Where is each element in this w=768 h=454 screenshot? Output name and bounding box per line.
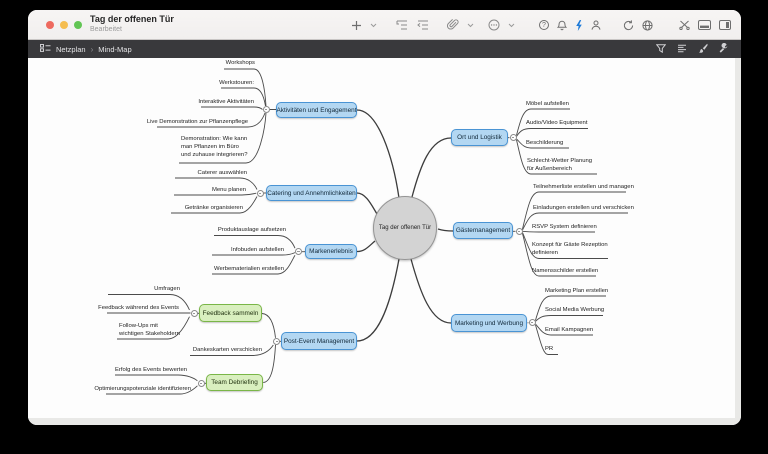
add-child-icon[interactable] — [395, 20, 408, 30]
scissors-icon[interactable] — [679, 20, 690, 30]
status-group: ? — [539, 19, 601, 31]
leaf-node[interactable]: Infobuden aufstellen — [230, 246, 284, 253]
leaf-node[interactable]: Konzept für Gäste Rezeption definieren — [532, 242, 608, 256]
collapse-toggle[interactable] — [273, 337, 281, 345]
close-button[interactable] — [46, 21, 54, 29]
topic-team-debriefing[interactable]: Team Debriefing — [206, 374, 263, 391]
central-topic[interactable]: Tag der offenen Tür — [373, 196, 437, 260]
paperclip-icon[interactable] — [447, 19, 459, 31]
ellipsis-circle-icon[interactable] — [488, 19, 500, 31]
panel-group — [679, 20, 731, 30]
align-left-icon[interactable] — [677, 40, 687, 58]
person-icon[interactable] — [591, 20, 601, 30]
breadcrumb-separator: › — [90, 44, 94, 54]
leaf-node[interactable]: Möbel aufstellen — [526, 100, 569, 107]
leaf-node[interactable]: Live Demonstration zur Pflanzenpflege — [146, 118, 248, 125]
document-toolbar: Netzplan › Mind-Map — [28, 40, 741, 58]
breadcrumb: Netzplan › Mind-Map — [40, 44, 132, 54]
leaf-node[interactable]: Werbematerialien erstellen — [214, 265, 284, 272]
plus-icon[interactable] — [351, 20, 362, 31]
wrench-icon[interactable] — [719, 40, 729, 58]
chevron-down-icon[interactable] — [508, 23, 515, 28]
canvas-background: Tag der offenen Tür Aktivitäten und Enga… — [28, 58, 741, 425]
leaf-node[interactable]: Email Kampagnen — [545, 326, 594, 333]
leaf-node[interactable]: Umfragen — [154, 286, 180, 292]
view-tools — [655, 40, 729, 58]
leaf-node[interactable]: Caterer auswählen — [197, 169, 247, 176]
connector-lines — [106, 68, 628, 395]
mindmap-page[interactable]: Tag der offenen Tür Aktivitäten und Enga… — [28, 58, 735, 418]
topic-aktivitaeten[interactable]: Aktivitäten und Engagement — [276, 102, 357, 118]
bottom-panel-icon[interactable] — [698, 20, 711, 30]
leaf-node[interactable]: Produktauslage aufsetzen — [217, 227, 286, 233]
leaf-node[interactable]: Marketing Plan erstellen — [545, 287, 609, 294]
leaf-node[interactable]: Schlecht-Wetter Planung für Außenbereich — [527, 157, 593, 172]
traffic-lights — [46, 21, 82, 29]
breadcrumb-item-view[interactable]: Mind-Map — [98, 44, 132, 54]
leaf-node[interactable]: PR — [545, 346, 554, 352]
topic-marketing-werbung[interactable]: Marketing und Werbung — [451, 314, 527, 332]
collapse-toggle[interactable] — [515, 227, 523, 235]
app-window: Tag der offenen Tür Bearbeitet ? — [28, 10, 741, 425]
leaf-node[interactable]: Dankeskarten verschicken — [192, 347, 262, 353]
zoom-button[interactable] — [74, 21, 82, 29]
sync-icon[interactable] — [623, 19, 634, 31]
leaf-node[interactable]: Namensschilder erstellen — [532, 267, 599, 274]
globe-icon[interactable] — [642, 19, 653, 31]
leaf-node[interactable]: Menu planen — [211, 186, 246, 193]
leaf-node[interactable]: Werkstouren: — [219, 79, 254, 86]
leaf-node[interactable]: Einladungen erstellen und verschicken — [533, 204, 634, 211]
window-subtitle: Bearbeitet — [90, 26, 122, 33]
title-bar: Tag der offenen Tür Bearbeitet ? — [28, 10, 741, 40]
attach-group — [447, 19, 515, 31]
topic-gaestemanagement[interactable]: Gästemanagement — [453, 222, 513, 239]
brush-icon[interactable] — [698, 40, 708, 58]
collapse-toggle[interactable] — [256, 189, 264, 197]
topic-catering[interactable]: Catering und Annehmlichkeiten — [266, 185, 357, 201]
leaf-node[interactable]: Follow-Ups mit wichtigen Stakeholdern — [119, 323, 180, 337]
leaf-node[interactable]: Demonstration: Wie kann man Pflanzen im … — [181, 136, 248, 158]
chevron-down-icon[interactable] — [370, 23, 377, 28]
bell-icon[interactable] — [557, 20, 567, 31]
sync-group — [623, 19, 653, 31]
collapse-toggle[interactable] — [262, 106, 270, 113]
collapse-toggle[interactable] — [197, 379, 205, 387]
outline-icon[interactable] — [40, 44, 51, 54]
collapse-toggle[interactable] — [295, 248, 302, 256]
minimize-button[interactable] — [60, 21, 68, 29]
topic-ort-logistik[interactable]: Ort und Logistik — [451, 129, 508, 146]
leaf-node[interactable]: Workshops — [225, 60, 255, 66]
title-block: Tag der offenen Tür Bearbeitet — [90, 14, 174, 35]
leaf-node[interactable]: Interaktive Aktivitäten — [198, 98, 254, 105]
collapse-toggle[interactable] — [528, 319, 536, 327]
leaf-node[interactable]: Feedback während des Events — [98, 304, 179, 311]
leaf-node[interactable]: Getränke organisieren — [184, 204, 243, 211]
topic-feedback-sammeln[interactable]: Feedback sammeln — [199, 304, 262, 322]
right-panel-icon[interactable] — [719, 20, 731, 30]
leaf-node[interactable]: RSVP System definieren — [532, 223, 597, 230]
collapse-toggle[interactable] — [509, 134, 517, 142]
help-circle-icon[interactable]: ? — [539, 20, 549, 30]
leaf-node[interactable]: Optimierungspotenziale identifizieren — [94, 385, 191, 392]
leaf-node[interactable]: Beschilderung — [526, 139, 564, 146]
leaf-node[interactable]: Social Media Werbung — [545, 307, 605, 313]
topic-markenerlebnis[interactable]: Markenerlebnis — [305, 244, 357, 259]
mindmap: Tag der offenen Tür Aktivitäten und Enga… — [28, 58, 735, 418]
chevron-down-icon[interactable] — [467, 23, 474, 28]
add-sibling-icon[interactable] — [416, 20, 429, 30]
filter-icon[interactable] — [655, 40, 667, 58]
window-title: Tag der offenen Tür — [90, 14, 174, 24]
leaf-node[interactable]: Erfolg des Events bewerten — [114, 366, 187, 373]
toolbar: ? — [351, 10, 731, 40]
collapse-toggle[interactable] — [190, 309, 198, 317]
breadcrumb-item-document[interactable]: Netzplan — [56, 44, 86, 54]
topic-post-event[interactable]: Post-Event Management — [281, 332, 357, 350]
leaf-node[interactable]: Teilnehmerliste erstellen und managen — [533, 183, 634, 190]
outline-group — [395, 20, 429, 30]
leaf-node[interactable]: Audio/Video Equipment — [526, 120, 588, 126]
lightning-icon[interactable] — [575, 19, 583, 31]
